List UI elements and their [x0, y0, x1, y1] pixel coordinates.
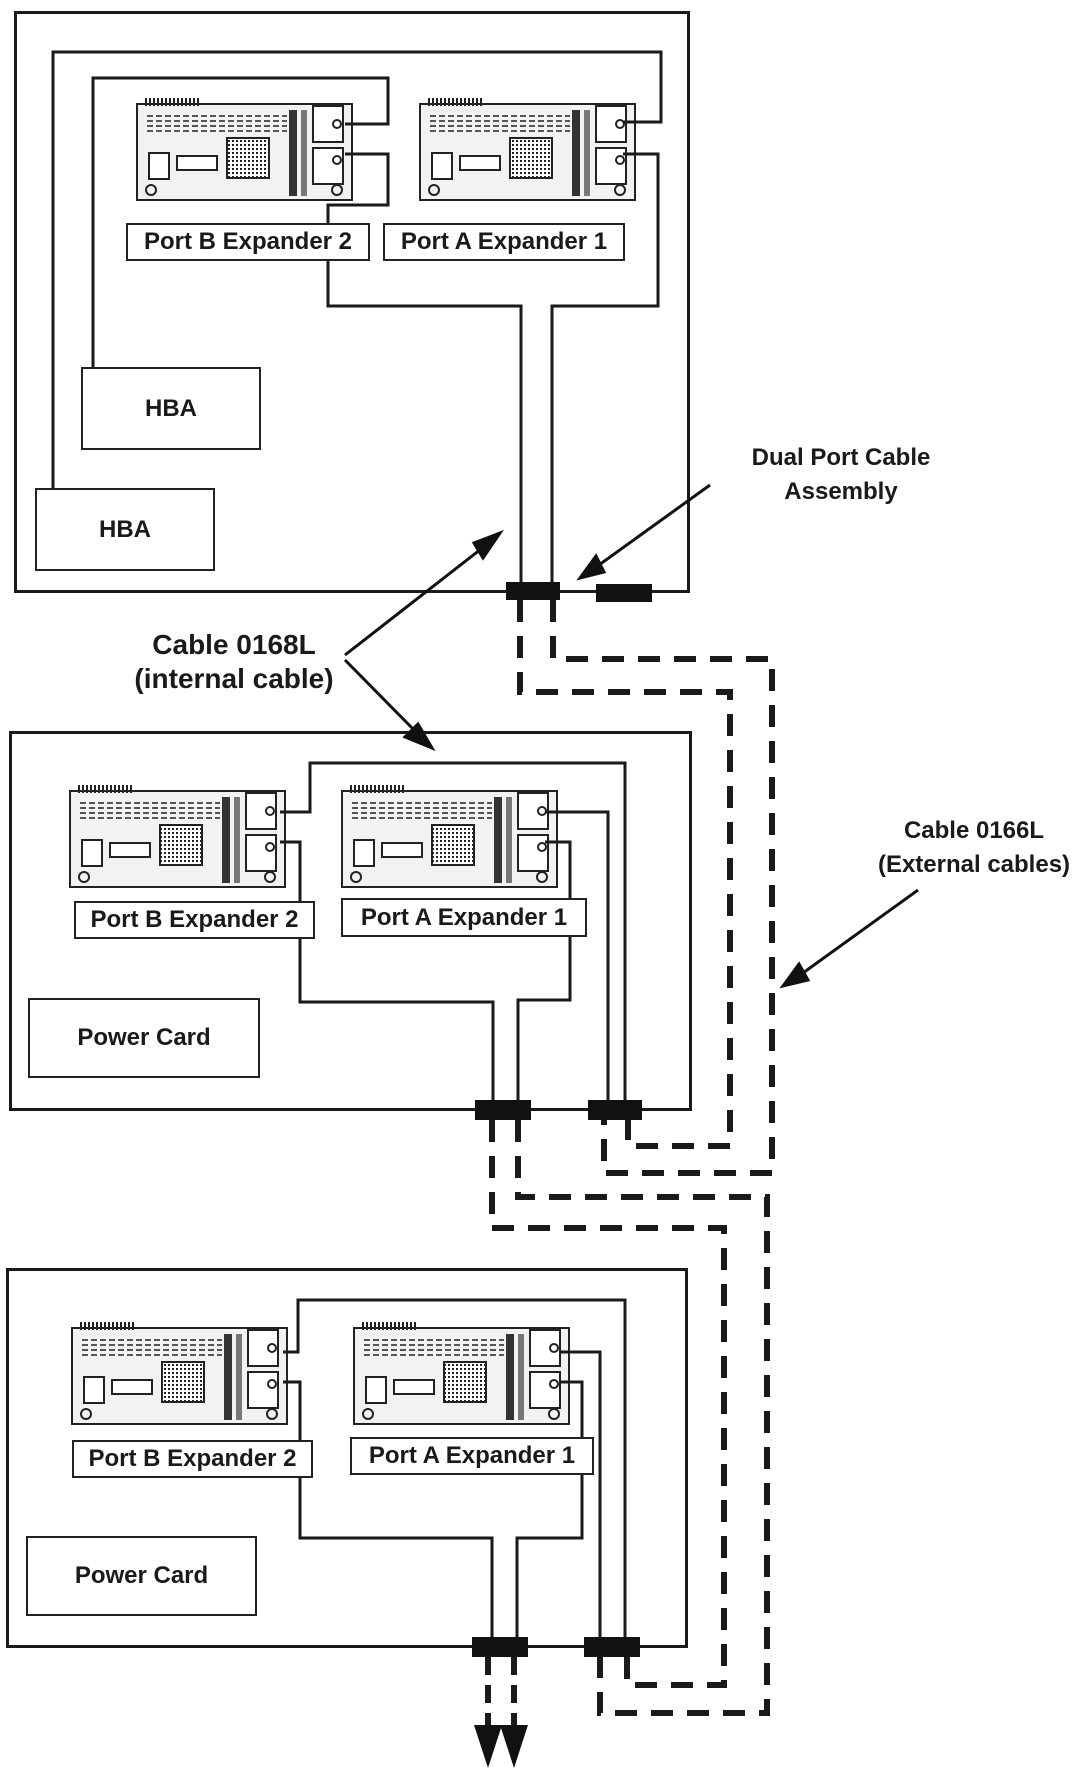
connectors: [472, 582, 652, 1657]
port-a-expander-1-label-enclosure-1: Port A Expander 1: [383, 223, 625, 261]
spare-connector-enclosure-1: [596, 584, 652, 602]
power-card-label: Power Card: [77, 1024, 211, 1051]
external-cables: [489, 600, 775, 1716]
enclosure-1-internal-cables: [51, 50, 663, 588]
external-cable-callout: Cable 0166L (External cables): [877, 817, 1071, 878]
expander-board-enclosure-2-port-b: [69, 785, 286, 888]
connector-enclosure-2-left: [475, 1100, 531, 1120]
enclosure-3-internal-cables: [283, 1298, 627, 1642]
downstream-arrows: [474, 1657, 528, 1768]
expander-board-enclosure-2-port-a: [341, 785, 558, 888]
port-b-expander-2-label-enclosure-1: Port B Expander 2: [126, 223, 370, 261]
connector-enclosure-2-right: [588, 1100, 642, 1120]
expander-board-enclosure-1-port-a: [419, 98, 636, 201]
callout-arrows: [343, 483, 919, 989]
connector-enclosure-3-left: [472, 1637, 528, 1657]
expander-board-enclosure-1-port-b: [136, 98, 353, 201]
hba-label: HBA: [99, 515, 151, 543]
hba-box-1: HBA: [81, 367, 261, 450]
port-b-expander-2-label-enclosure-3: Port B Expander 2: [72, 1440, 313, 1478]
hba-box-2: HBA: [35, 488, 215, 571]
power-card-box-enclosure-3: Power Card: [26, 1536, 257, 1616]
hba-label: HBA: [145, 394, 197, 422]
port-a-expander-1-label-enclosure-2: Port A Expander 1: [341, 898, 587, 937]
expander-board-enclosure-3-port-b: [71, 1322, 288, 1425]
power-card-box-enclosure-2: Power Card: [28, 998, 260, 1078]
port-b-expander-2-label-enclosure-2: Port B Expander 2: [74, 901, 315, 939]
expander-board-enclosure-3-port-a: [353, 1322, 570, 1425]
internal-cable-callout: Cable 0168L (internal cable): [134, 629, 334, 694]
power-card-label: Power Card: [74, 1562, 209, 1589]
port-a-expander-1-label-enclosure-3: Port A Expander 1: [350, 1437, 594, 1475]
enclosure-2-internal-cables: [280, 761, 627, 1105]
connector-enclosure-3-right: [584, 1637, 640, 1657]
dual-port-connector-enclosure-1: [506, 582, 560, 600]
dual-port-cable-callout: Dual Port Cable Assembly: [751, 444, 931, 505]
expander-boards: [69, 98, 636, 1425]
